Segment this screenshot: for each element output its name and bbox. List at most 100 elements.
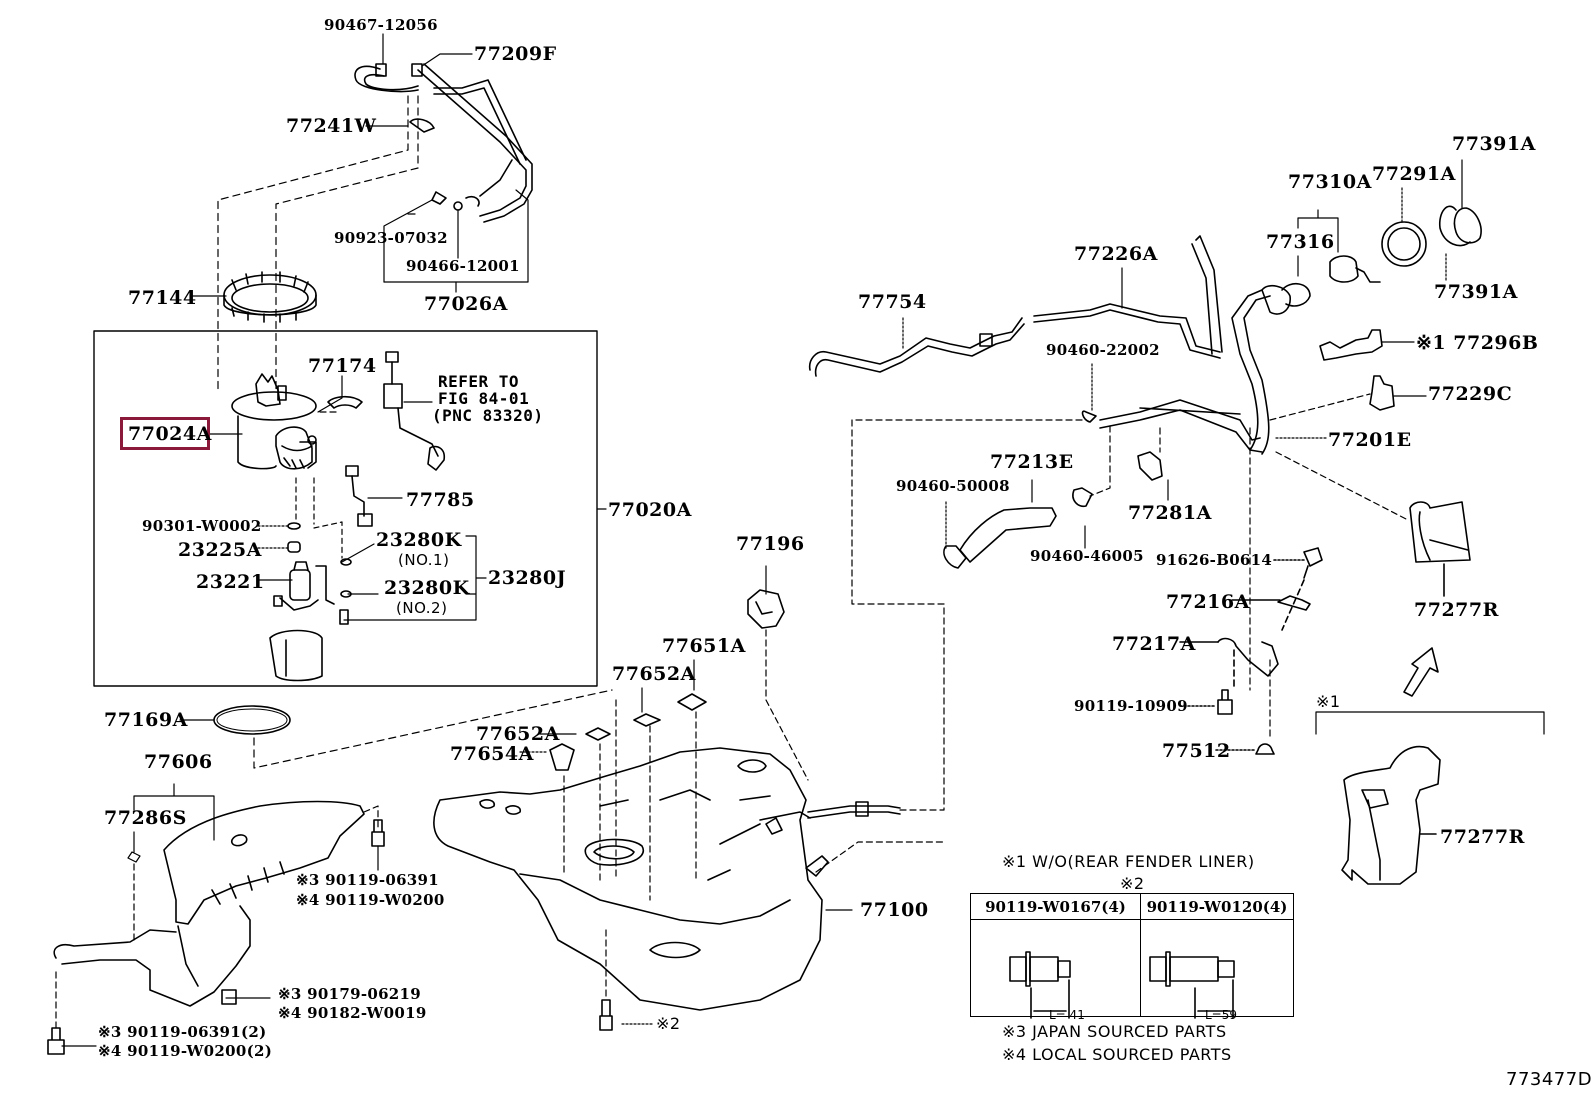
leaders-77020A [207, 375, 487, 621]
dashed-guides-hoses [1089, 425, 1161, 497]
part-label-77281A[interactable]: 77281A [1128, 502, 1212, 524]
part-label-77226A[interactable]: 77226A [1074, 243, 1158, 265]
bolt-drawing-90119-W0120 [1149, 951, 1235, 1019]
part-label-77286S[interactable]: 77286S [104, 807, 187, 829]
part-label-77209F[interactable]: 77209F [474, 43, 557, 65]
cover-77277R-upper [1409, 501, 1471, 597]
legend-note-3: ※3 JAPAN SOURCED PARTS [1002, 1022, 1227, 1041]
part-label-90119-06391-x2[interactable]: ※3 90119-06391(2) [98, 1023, 267, 1041]
note1-bracket [1315, 711, 1545, 735]
part-label-23280K-no2[interactable]: 23280K [384, 577, 470, 599]
table-header-cell[interactable]: 90119-W0167(4) [971, 894, 1141, 920]
part-label-77277R-lower[interactable]: 77277R [1440, 826, 1525, 848]
leaders-77606 [55, 783, 379, 1047]
part-label-77216A[interactable]: 77216A [1166, 591, 1250, 613]
clip-77229C [1369, 375, 1395, 411]
bolts-77606 [47, 819, 385, 1055]
bracket-77217A [1179, 637, 1279, 691]
part-label-77026A[interactable]: 77026A [424, 293, 508, 315]
fuel-pump-gauge-77024A [231, 373, 317, 470]
bolt-length-label: L= 41 [1049, 1008, 1085, 1022]
retainer-77174 [327, 395, 363, 409]
part-label-77291A[interactable]: 77291A [1372, 163, 1456, 185]
table-cell: L=59 [1141, 920, 1293, 1022]
part-label-77213E[interactable]: 77213E [990, 451, 1074, 473]
bolt-90119-10909 [1179, 689, 1233, 715]
tank-pads [549, 693, 707, 771]
bolt-91626-B0614 [1273, 547, 1323, 579]
legend-note-2: ※2 [1120, 874, 1145, 893]
part-label-77512[interactable]: 77512 [1162, 740, 1231, 762]
part-label-90466-12001[interactable]: 90466-12001 [406, 257, 520, 275]
filter-23280J-pin [339, 609, 349, 625]
legend-note-4: ※4 LOCAL SOURCED PARTS [1002, 1045, 1232, 1064]
part-label-23221[interactable]: 23221 [196, 571, 265, 593]
part-label-77229C[interactable]: 77229C [1428, 383, 1513, 405]
gasket-90301-W0002 [287, 522, 301, 530]
fuel-tank-77100 [433, 747, 823, 1011]
part-label-77169A[interactable]: 77169A [104, 709, 188, 731]
part-label-90467-12056[interactable]: 90467-12056 [324, 16, 438, 34]
sub-assembly-box-77020A [93, 330, 598, 687]
part-label-23280J[interactable]: 23280J [488, 567, 567, 589]
part-label-77020A[interactable]: 77020A [608, 499, 692, 521]
tank-hose-fitting [765, 801, 901, 877]
part-label-91626-B0614[interactable]: 91626-B0614 [1156, 551, 1273, 569]
part-label-90119-06391[interactable]: ※3 90119-06391 [296, 871, 440, 889]
part-label-77316[interactable]: 77316 [1266, 231, 1335, 253]
leaders-filler [1275, 159, 1463, 439]
part-label-90119-W0200[interactable]: ※4 90119-W0200 [296, 891, 445, 909]
part-label-90460-22002[interactable]: 90460-22002 [1046, 341, 1160, 359]
part-label-77024A[interactable]: 77024A [128, 423, 212, 445]
part-label-77652A-lower[interactable]: 77652A [476, 723, 560, 745]
part-label-90182-W0019[interactable]: ※4 90182-W0019 [278, 1004, 427, 1022]
part-label-77100[interactable]: 77100 [860, 899, 929, 921]
part-label-77652A-upper[interactable]: 77652A [612, 663, 696, 685]
table-cell: L= 41 [971, 920, 1141, 1022]
part-label-77144[interactable]: 77144 [128, 287, 197, 309]
bolt-drawing-90119-W0167 [1009, 951, 1071, 1019]
legend-note-1: ※1 W/O(REAR FENDER LINER) [1002, 852, 1255, 871]
part-label-77785[interactable]: 77785 [406, 489, 475, 511]
table-header-cell[interactable]: 90119-W0120(4) [1141, 894, 1293, 920]
part-label-90923-07032[interactable]: 90923-07032 [334, 229, 448, 247]
part-sublabel-no2: (NO.2) [396, 599, 448, 617]
part-label-77754[interactable]: 77754 [858, 291, 927, 313]
part-label-90179-06219[interactable]: ※3 90179-06219 [278, 985, 422, 1003]
part-label-90119-10909[interactable]: 90119-10909 [1074, 697, 1188, 715]
cushion-23225A [287, 541, 301, 553]
part-label-77174[interactable]: 77174 [308, 355, 377, 377]
part-label-23225A[interactable]: 23225A [178, 539, 262, 561]
figure-id: 773477D [1506, 1069, 1592, 1090]
part-label-90460-50008[interactable]: 90460-50008 [896, 477, 1010, 495]
wire-harness-77785 [345, 465, 373, 527]
small-fasteners-top [431, 191, 480, 211]
leaders-tank [519, 565, 853, 1025]
part-label-90301-W0002[interactable]: 90301-W0002 [142, 517, 262, 535]
refer-line-3[interactable]: (PNC 83320) [432, 406, 544, 425]
part-label-77391A-upper[interactable]: 77391A [1452, 133, 1536, 155]
part-label-77606[interactable]: 77606 [144, 751, 213, 773]
part-label-77651A[interactable]: 77651A [662, 635, 746, 657]
part-label-77217A[interactable]: 77217A [1112, 633, 1196, 655]
part-label-77391A-lower[interactable]: 77391A [1434, 281, 1518, 303]
part-label-90119-W0200-x2[interactable]: ※4 90119-W0200(2) [98, 1042, 273, 1060]
hose-77213E [959, 507, 1057, 563]
refer-line-1: REFER TO [438, 372, 520, 391]
part-label-77654A[interactable]: 77654A [450, 743, 534, 765]
refer-line-2[interactable]: FIG 84-01 [438, 389, 530, 408]
part-label-77310A[interactable]: 77310A [1288, 171, 1372, 193]
filter-23280K-2 [340, 590, 352, 598]
part-sublabel-no1: (NO.1) [398, 551, 450, 569]
filter-23280K-1 [340, 558, 352, 566]
part-label-77277R-upper[interactable]: 77277R [1414, 599, 1499, 621]
part-label-77201E[interactable]: 77201E [1328, 429, 1412, 451]
part-label-23280K-no1[interactable]: 23280K [376, 529, 462, 551]
part-label-77241W[interactable]: 77241W [286, 115, 377, 137]
part-label-90460-46005[interactable]: 90460-46005 [1030, 547, 1144, 565]
leaders-hoses [902, 267, 1169, 549]
part-label-77196[interactable]: 77196 [736, 533, 805, 555]
part-label-77296B[interactable]: ※1 77296B [1416, 332, 1539, 354]
